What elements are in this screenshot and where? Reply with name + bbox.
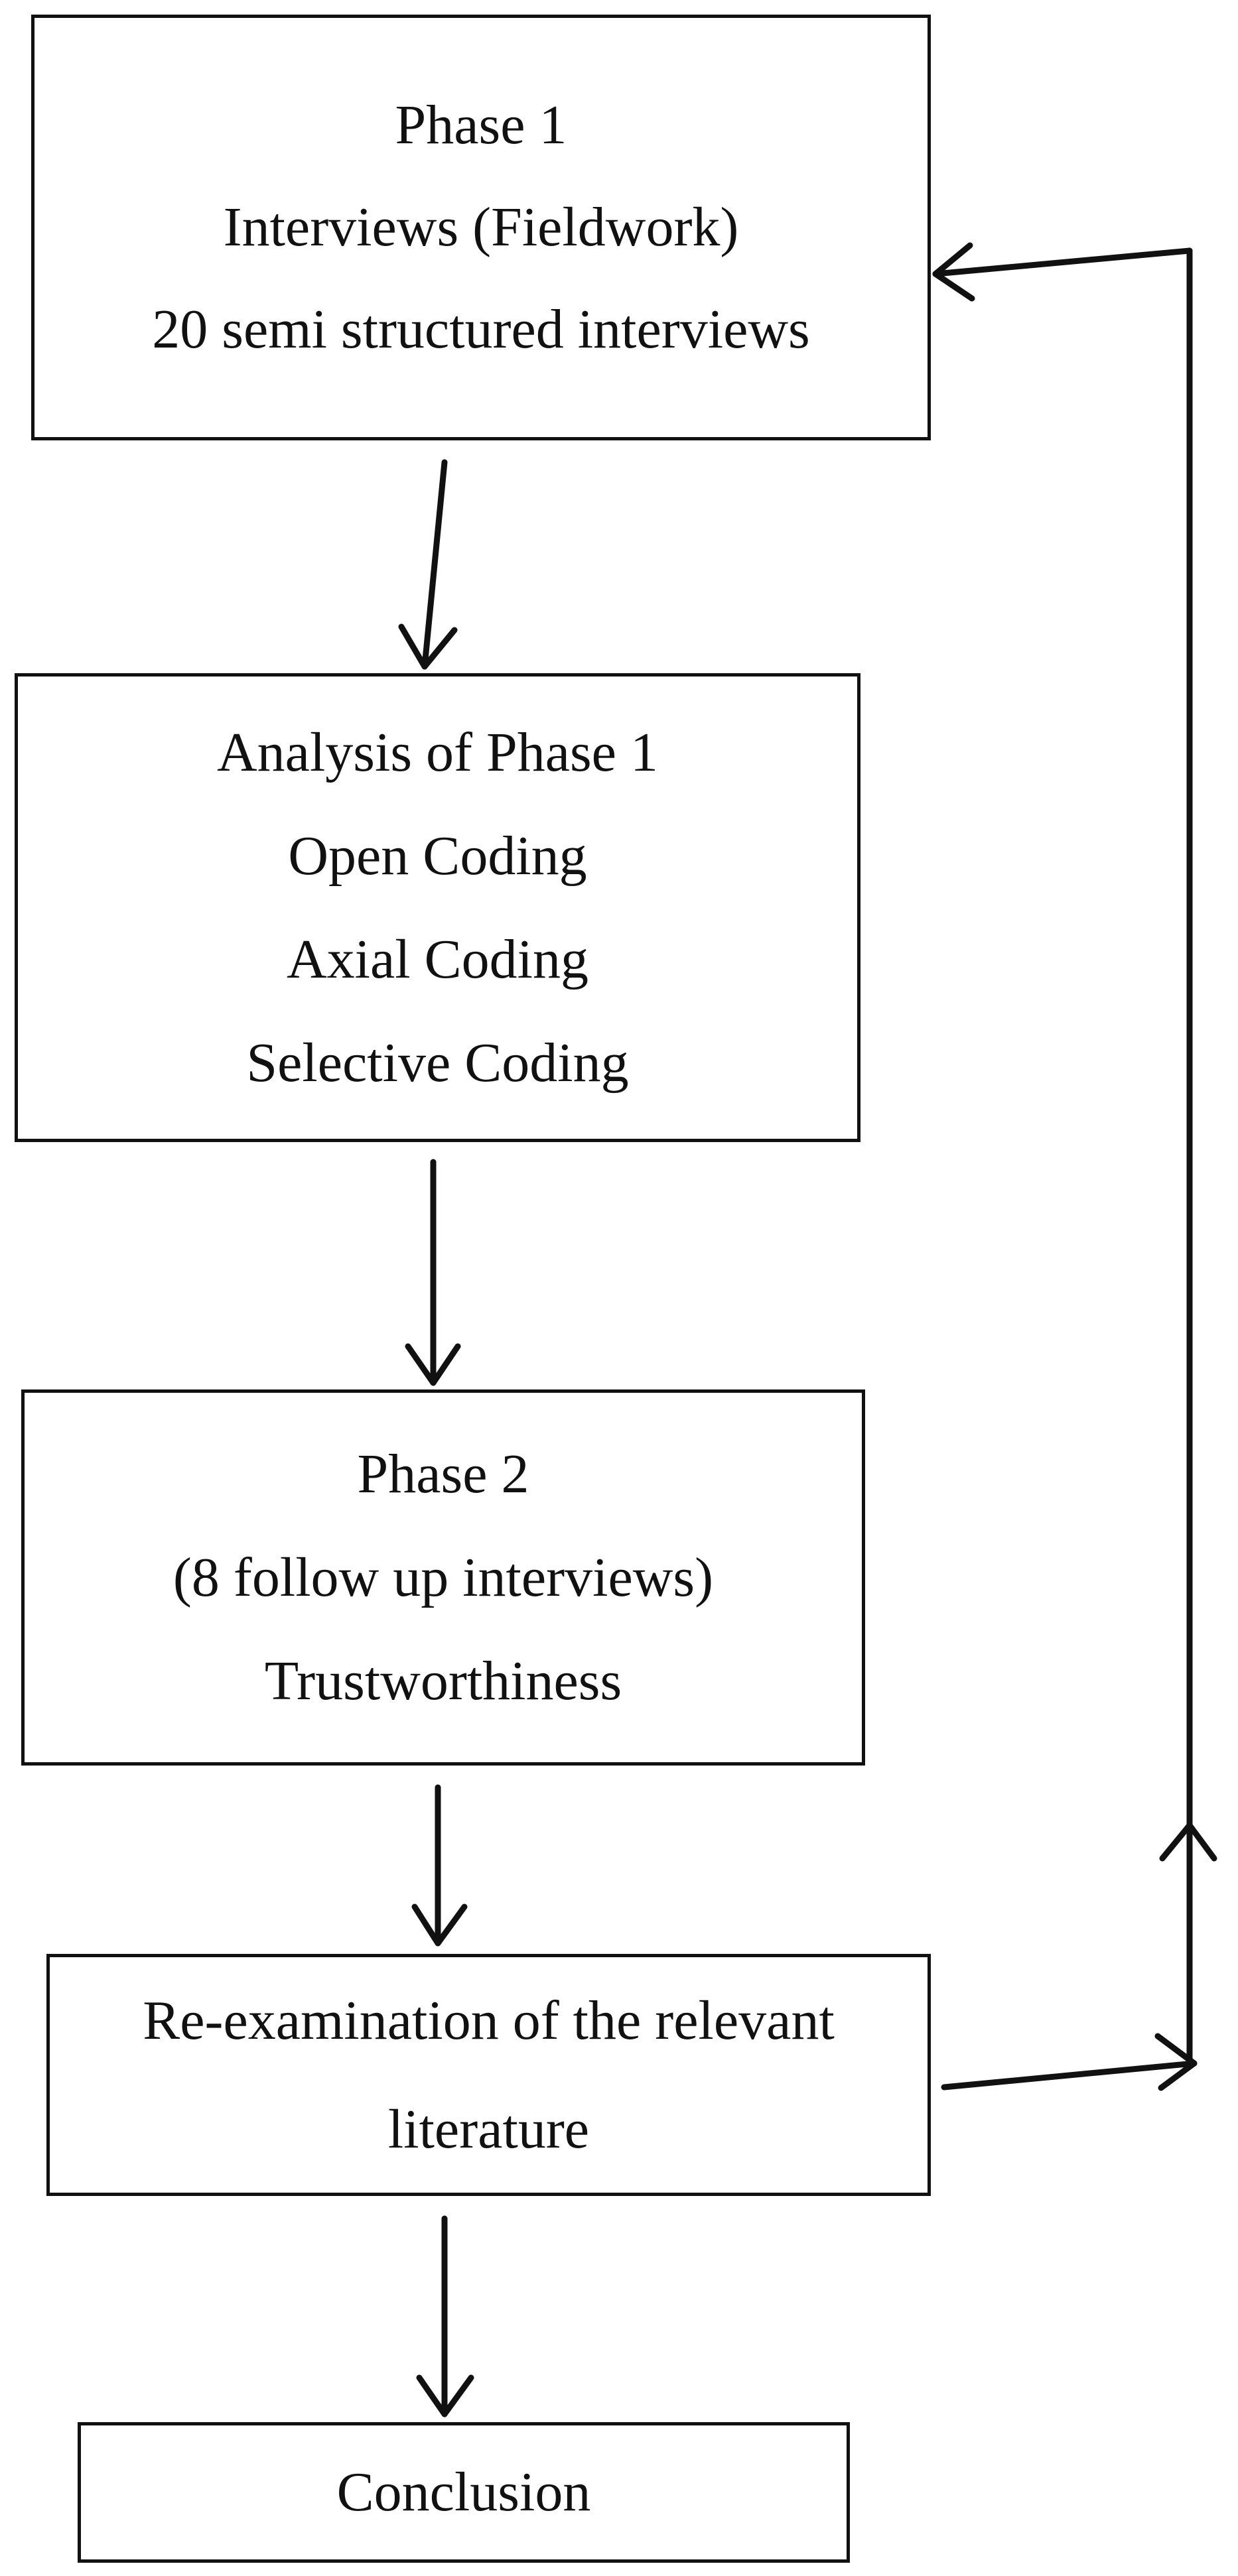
conclusion-box: Conclusion: [78, 2422, 850, 2563]
arrow-feedback-loop-up: [1159, 247, 1217, 2066]
arrow-phase2-to-reexamination: [411, 1784, 468, 1947]
arrow-reexamination-to-conclusion: [416, 2215, 474, 2417]
phase1-box: Phase 1 Interviews (Fieldwork) 20 semi s…: [31, 15, 931, 440]
phase2-trustworthiness: Trustworthiness: [264, 1649, 622, 1712]
arrow-reexamination-to-right: [941, 2033, 1198, 2091]
phase1-title: Phase 1: [395, 94, 567, 156]
arrow-analysis-to-phase2: [405, 1159, 461, 1386]
phase2-title: Phase 2: [357, 1443, 529, 1505]
analysis-axial-coding: Axial Coding: [287, 928, 588, 990]
analysis-title: Analysis of Phase 1: [217, 721, 658, 783]
phase2-follow-up-count: (8 follow up interviews): [172, 1546, 714, 1608]
analysis-open-coding: Open Coding: [288, 824, 587, 887]
reexamination-line1: Re-examination of the relevant: [143, 1989, 835, 2051]
phase1-interviews-label: Interviews (Fieldwork): [223, 196, 739, 258]
arrow-feedback-to-phase1: [932, 242, 1193, 302]
reexamination-line2: literature: [387, 2098, 590, 2160]
analysis-selective-coding: Selective Coding: [246, 1031, 629, 1094]
arrow-phase1-to-analysis: [398, 459, 458, 670]
conclusion-label: Conclusion: [336, 2461, 591, 2523]
phase1-interview-count: 20 semi structured interviews: [152, 298, 810, 360]
analysis-box: Analysis of Phase 1 Open Coding Axial Co…: [15, 673, 860, 1142]
reexamination-box: Re-examination of the relevant literatur…: [46, 1954, 931, 2196]
phase2-box: Phase 2 (8 follow up interviews) Trustwo…: [21, 1389, 865, 1766]
